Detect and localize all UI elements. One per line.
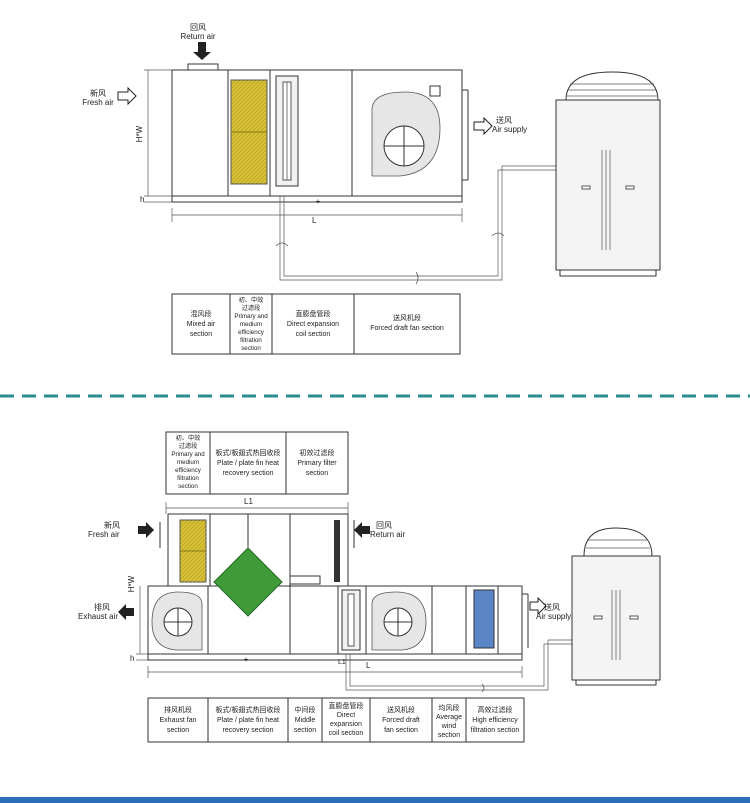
top-diagram: + (117, 42, 661, 355)
svg-text:Forced draft: Forced draft (382, 717, 420, 724)
top-condenser-unit (555, 71, 661, 277)
svg-text:section: section (178, 483, 198, 490)
top-dim-height: H*W (135, 125, 144, 142)
bottom-hepa-filter (473, 589, 495, 649)
svg-text:section: section (294, 727, 316, 734)
top-fan (371, 85, 441, 177)
top-return-air-en: Return air (180, 32, 215, 41)
svg-text:Plate / plate fin heat: Plate / plate fin heat (217, 717, 279, 724)
svg-text:Middle: Middle (295, 717, 316, 724)
top-section-1-en: Mixed air (187, 321, 216, 328)
top-air-supply-arrow-icon (473, 116, 493, 136)
svg-text:fan section: fan section (384, 727, 418, 734)
svg-text:wind: wind (441, 723, 457, 730)
bottom-upper-3-cn: 初效过滤段 (300, 448, 335, 457)
svg-text:Exhaust fan: Exhaust fan (160, 717, 197, 724)
svg-text:初、中效: 初、中效 (176, 434, 201, 442)
svg-text:+: + (244, 655, 249, 664)
svg-text:section: section (438, 732, 460, 739)
svg-text:Average: Average (436, 714, 462, 721)
bottom-upper-2-cn: 板式/板翅式热回收段 (216, 448, 281, 457)
svg-text:efficiency: efficiency (175, 467, 202, 474)
svg-text:section: section (241, 345, 261, 352)
bottom-dim-l1: L1 (244, 497, 253, 506)
svg-text:medium: medium (240, 321, 262, 328)
svg-text:section: section (190, 331, 212, 338)
svg-text:Direct: Direct (337, 712, 355, 719)
svg-text:recovery section: recovery section (223, 727, 274, 734)
bottom-fresh-air-arrow-icon (138, 522, 154, 538)
svg-text:filtration section: filtration section (471, 727, 520, 734)
bottom-lower-5-cn: 送风机段 (387, 705, 415, 714)
bottom-return-air-cn: 回风 (376, 521, 392, 530)
bottom-fresh-air-en: Fresh air (88, 530, 120, 539)
svg-text:Direct expansion: Direct expansion (287, 321, 339, 328)
svg-text:High efficiency: High efficiency (472, 717, 518, 724)
svg-text:filtration: filtration (240, 337, 262, 344)
top-dim-h: h (140, 195, 144, 204)
svg-text:recovery section: recovery section (223, 470, 274, 477)
svg-text:过滤段: 过滤段 (242, 304, 261, 312)
top-section-4-cn: 送风机段 (393, 313, 421, 322)
bottom-air-supply-cn: 送风 (544, 602, 560, 612)
svg-text:过滤段: 过滤段 (179, 442, 198, 450)
top-section-4-en: Forced draft fan section (370, 325, 444, 332)
top-fresh-air-arrow-icon (117, 86, 137, 106)
bottom-section-table (147, 697, 525, 743)
svg-text:medium: medium (177, 459, 199, 466)
svg-text:Plate / plate fin heat: Plate / plate fin heat (217, 460, 279, 467)
svg-text:expansion: expansion (330, 721, 362, 728)
bottom-lower-2-cn: 板式/板翅式热回收段 (216, 705, 281, 714)
bottom-supply-fan (371, 591, 427, 651)
svg-text:+: + (316, 197, 321, 206)
bottom-return-air-en: Return air (370, 530, 405, 539)
bottom-dim-height: H*W (127, 575, 136, 592)
top-section-1-cn: 混风段 (191, 309, 212, 318)
bottom-air-supply-arrow-icon (529, 596, 547, 616)
bottom-lower-6-cn: 均风段 (439, 703, 460, 712)
svg-text:section: section (167, 727, 189, 734)
bottom-fresh-air-cn: 新风 (104, 520, 120, 530)
bottom-dim-length: L (366, 661, 371, 670)
top-fresh-air-en: Fresh air (82, 98, 114, 107)
bottom-heat-recovery-core (213, 547, 283, 617)
top-dim-length: L (312, 216, 317, 225)
top-section-2-cn: 初、中效 (239, 296, 264, 304)
svg-text:Primary and: Primary and (234, 313, 268, 320)
bottom-diagram: + (118, 431, 661, 743)
svg-text:filtration: filtration (177, 475, 199, 482)
bottom-lower-7-cn: 高效过滤段 (478, 705, 513, 714)
top-return-air-cn: 回风 (190, 23, 206, 32)
bottom-exhaust-air-cn: 排风 (94, 602, 110, 612)
svg-text:section: section (306, 470, 328, 477)
svg-text:Primary filter: Primary filter (297, 460, 337, 467)
svg-text:Primary and: Primary and (171, 451, 205, 458)
bottom-lower-4-cn: 直膨盘管段 (329, 701, 364, 710)
bottom-bar (0, 797, 750, 803)
bottom-lower-1-cn: 排风机段 (164, 705, 192, 714)
top-return-air-arrow-icon (193, 42, 211, 60)
bottom-condenser-unit (571, 527, 661, 686)
bottom-exhaust-air-arrow-icon (118, 604, 134, 620)
svg-text:coil section: coil section (329, 730, 364, 737)
bottom-exhaust-air-en: Exhaust air (78, 612, 118, 621)
top-air-supply-en: Air supply (492, 125, 527, 134)
top-section-3-cn: 直膨盘管段 (296, 309, 331, 318)
bottom-dim-h: h (130, 654, 134, 663)
bottom-exhaust-fan (151, 591, 203, 651)
top-section-table (171, 293, 461, 355)
bottom-lower-unit (147, 585, 523, 655)
bottom-return-air-arrow-icon (354, 522, 370, 538)
top-air-supply-cn: 送风 (496, 115, 512, 125)
svg-text:L1: L1 (338, 659, 346, 666)
top-fresh-air-cn: 新风 (90, 88, 106, 98)
bottom-air-supply-en: Air supply (536, 612, 571, 621)
bottom-lower-3-cn: 中间段 (295, 705, 316, 714)
svg-text:coil section: coil section (296, 331, 331, 338)
svg-text:efficiency: efficiency (238, 329, 265, 336)
